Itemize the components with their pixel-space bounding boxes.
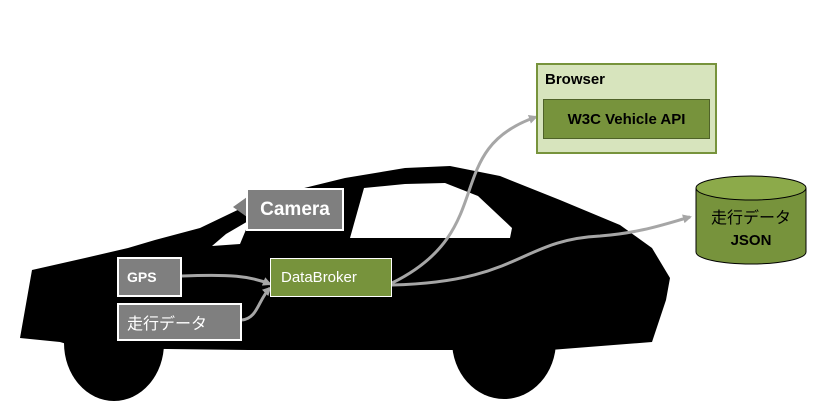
browser-title: Browser (545, 71, 606, 88)
storage-label: 走行データ JSON (696, 208, 806, 252)
w3c-vehicle-api-label: W3C Vehicle API (567, 110, 686, 128)
car-window-front (350, 183, 512, 238)
arrow-gps-to-databroker (181, 273, 272, 286)
arrow-driving-data-to-databroker (241, 286, 272, 322)
storage-label-line1: 走行データ (710, 210, 791, 227)
car-wheel-front (452, 283, 556, 399)
camera-label: Camera (260, 198, 330, 220)
camera-box: Camera (246, 188, 344, 231)
driving-data-box: 走行データ (117, 303, 242, 341)
gps-box: GPS (117, 257, 182, 297)
browser-box: Browser W3C Vehicle API (536, 63, 717, 154)
arrow-databroker-to-storage (391, 214, 692, 287)
camera-icon (233, 197, 247, 217)
storage-label-line2: JSON (730, 232, 772, 249)
w3c-vehicle-api-box: W3C Vehicle API (543, 99, 710, 139)
databroker-label: DataBroker (281, 269, 357, 286)
databroker-box: DataBroker (270, 258, 392, 297)
car-window-rear (212, 220, 250, 246)
driving-data-label: 走行データ (127, 316, 208, 333)
storage-cylinder (695, 175, 807, 265)
gps-label: GPS (127, 269, 157, 285)
arrow-databroker-to-browser (391, 115, 538, 285)
